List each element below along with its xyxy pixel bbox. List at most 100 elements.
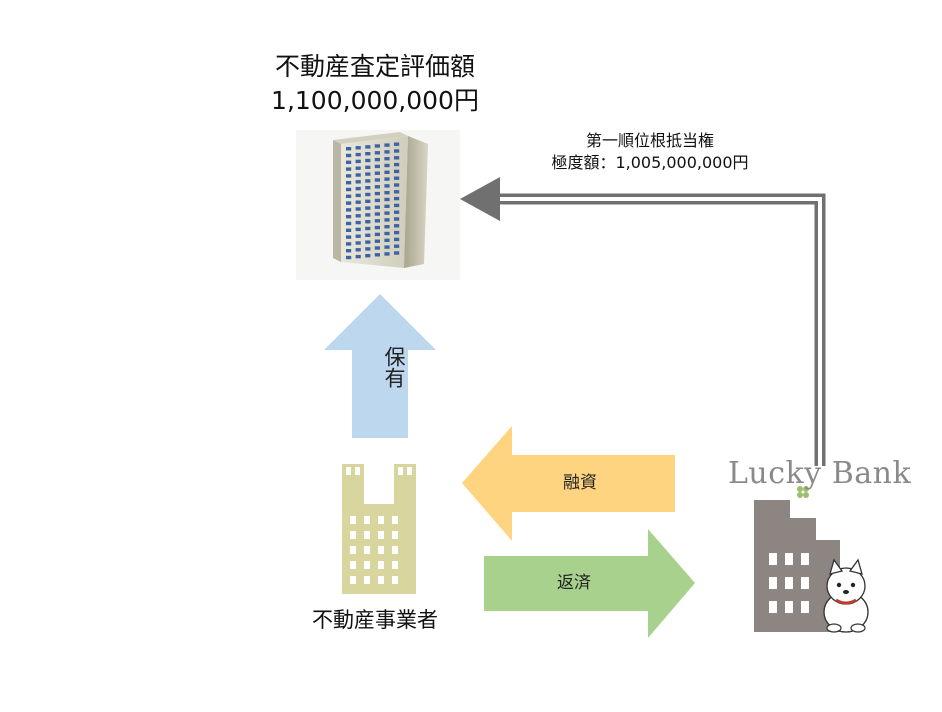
loan-label: 融資 [563, 473, 597, 493]
building-window [350, 576, 356, 584]
building-window [384, 150, 390, 154]
loan-arrow [462, 426, 675, 541]
building-window [384, 157, 390, 161]
lien-arrow [460, 177, 826, 466]
building-window [355, 214, 361, 218]
building-window [394, 149, 400, 153]
building-window [378, 516, 384, 524]
building-window [374, 212, 380, 216]
building-window [364, 561, 370, 569]
building-window [365, 206, 371, 210]
operator-label: 不動産事業者 [312, 608, 438, 632]
building-window [374, 178, 380, 182]
valuation-title: 不動産査定評価額 1,100,000,000円 [250, 50, 500, 118]
building-window [365, 172, 371, 176]
building-window [785, 577, 793, 589]
building-window [394, 176, 400, 180]
building-window [394, 224, 400, 228]
building-window [394, 183, 400, 187]
building-window [355, 159, 361, 164]
building-window [355, 200, 361, 204]
building-window [346, 255, 352, 260]
building-window [384, 252, 390, 256]
building-window [355, 186, 361, 191]
building-window [346, 147, 352, 151]
building-window [384, 191, 390, 195]
repayment-arrow [484, 529, 695, 638]
building-window [355, 248, 361, 252]
building-window [374, 171, 380, 175]
building-window [355, 193, 361, 198]
building-window [365, 247, 371, 251]
building-window [365, 165, 371, 169]
building-window [346, 215, 352, 219]
building-window [364, 576, 370, 584]
building-window [365, 199, 371, 203]
clover-icon [797, 486, 809, 498]
lien-caption: 第一順位根抵当権 極度額：1,005,000,000円 [520, 130, 780, 174]
building-window [374, 191, 380, 196]
building-window [384, 177, 390, 181]
building-window [394, 244, 400, 248]
building-window [384, 184, 390, 188]
building-window [374, 185, 380, 189]
building-window [346, 249, 352, 253]
building-window [374, 144, 380, 148]
building-window [364, 546, 370, 554]
building-window [355, 152, 361, 157]
building-window [365, 240, 371, 244]
building-window [378, 531, 384, 539]
building-window [374, 246, 380, 250]
building-window [346, 228, 352, 232]
building-window [346, 181, 352, 185]
building-window [374, 205, 380, 209]
building-window [346, 174, 352, 178]
building-window [364, 516, 370, 524]
building-window [374, 151, 380, 155]
building-window [365, 158, 371, 163]
building-window [394, 217, 400, 221]
building-window [355, 227, 361, 232]
building-window [801, 553, 809, 565]
building-window [365, 145, 371, 149]
building-window [355, 173, 361, 177]
building-window [394, 162, 400, 167]
building-window [374, 253, 380, 257]
valuation-amount: 1,100,000,000円 [271, 86, 479, 115]
building-window [346, 242, 352, 246]
dog-mascot-icon [823, 558, 869, 633]
building-window [365, 226, 371, 231]
building-window [374, 198, 380, 203]
building-window [346, 235, 352, 239]
repayment-label: 返済 [557, 573, 591, 593]
building-window [394, 210, 400, 214]
building-window [346, 167, 352, 171]
bank-building-icon [754, 500, 840, 632]
building-window [392, 531, 398, 539]
building-window [378, 546, 384, 554]
holding-arrow [324, 294, 436, 438]
building-window [374, 164, 380, 169]
building-window [394, 251, 400, 255]
building-window [801, 577, 809, 589]
building-window [346, 187, 352, 192]
building-window [350, 546, 356, 554]
operator-building-icon [342, 464, 416, 594]
building-window [350, 531, 356, 539]
building-window [378, 561, 384, 569]
building-window [365, 192, 371, 197]
building-window [384, 143, 390, 147]
building-window [384, 163, 390, 168]
lien-max-amount: 極度額：1,005,000,000円 [551, 153, 749, 172]
building-window [355, 234, 361, 238]
building-window [394, 156, 400, 160]
building-window [346, 160, 352, 164]
building-window [374, 225, 380, 230]
building-window [394, 169, 400, 174]
bank-name: Lucky Bank [728, 456, 912, 491]
building-window [374, 157, 380, 162]
building-window [346, 201, 352, 205]
building-window [374, 239, 380, 243]
building-window [355, 241, 361, 245]
building-window [384, 225, 390, 229]
